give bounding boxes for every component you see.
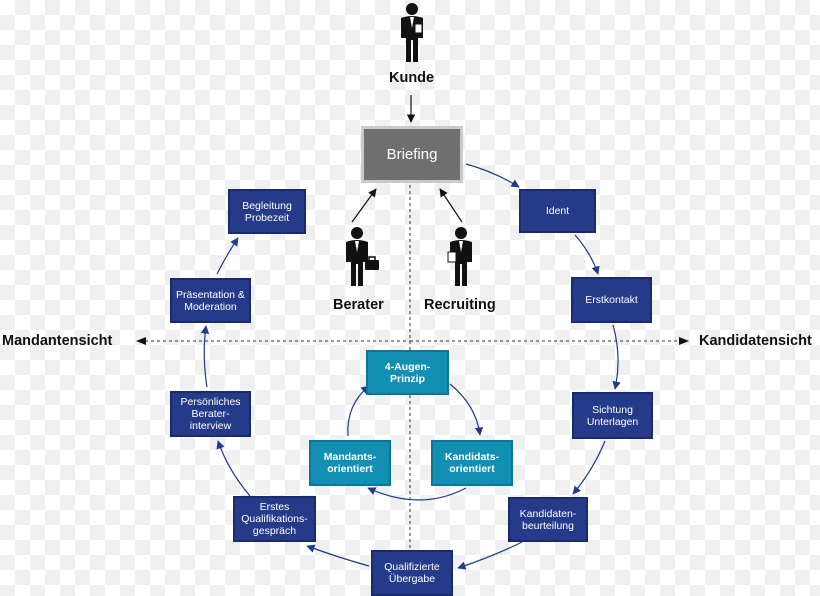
qualifizierte-uebergabe-box: Qualifizierte Übergabe	[371, 550, 453, 596]
arrow-erstkontakt-sichtung	[612, 324, 621, 390]
begleitung-probezeit-box: Begleitung Probezeit	[228, 189, 306, 234]
arrow-ident-erstkontakt	[574, 234, 600, 275]
arrow-uebergabe-gespraech	[306, 544, 370, 567]
praesentation-box: Präsentation & Moderation	[170, 278, 251, 323]
arrow-praesentation-probezeit	[216, 237, 239, 275]
vier-augen-prinzip-box: 4-Augen- Prinzip	[366, 350, 449, 395]
arrow-gespraech-interview	[216, 440, 251, 497]
erstkontakt-box: Erstkontakt	[571, 277, 652, 323]
kandidatenbeurteilung-box: Kandidaten- beurteilung	[508, 497, 588, 542]
arrow-kandidats-mandants	[367, 487, 467, 501]
arrow-mandants-vieraugen	[347, 385, 370, 437]
qualifikationsgespraech-box: Erstes Qualifikations- gespräch	[233, 496, 316, 542]
kandidats-orientiert-box: Kandidats- orientiert	[431, 440, 513, 486]
kunde-label: Kunde	[389, 70, 435, 86]
kandidatensicht-label: Kandidatensicht	[699, 333, 812, 349]
arrow-berater-briefing	[351, 188, 377, 223]
berater-interview-box: Persönliches Berater- interview	[170, 391, 251, 437]
axis-right-arrowhead	[679, 337, 689, 345]
berater-label: Berater	[333, 297, 384, 313]
arrow-vieraugen-kandidats	[449, 383, 484, 436]
arrow-sichtung-beurteilung	[572, 440, 606, 495]
mandants-orientiert-box: Mandants- orientiert	[309, 440, 391, 486]
arrow-interview-praesentation	[200, 325, 210, 388]
recruiting-person-icon	[447, 227, 472, 286]
arrow-beurteilung-uebergabe	[457, 541, 523, 570]
kunde-person-icon	[401, 3, 423, 62]
sichtung-unterlagen-box: Sichtung Unterlagen	[572, 392, 653, 439]
recruiting-label: Recruiting	[424, 297, 496, 313]
axis-left-arrowhead	[136, 337, 146, 345]
arrow-recruiting-briefing	[439, 188, 463, 223]
arrow-briefing-ident	[465, 163, 520, 188]
mandantensicht-label: Mandantensicht	[2, 333, 113, 349]
ident-box: Ident	[519, 189, 596, 233]
berater-person-icon	[346, 227, 379, 286]
briefing-box: Briefing	[361, 126, 463, 183]
